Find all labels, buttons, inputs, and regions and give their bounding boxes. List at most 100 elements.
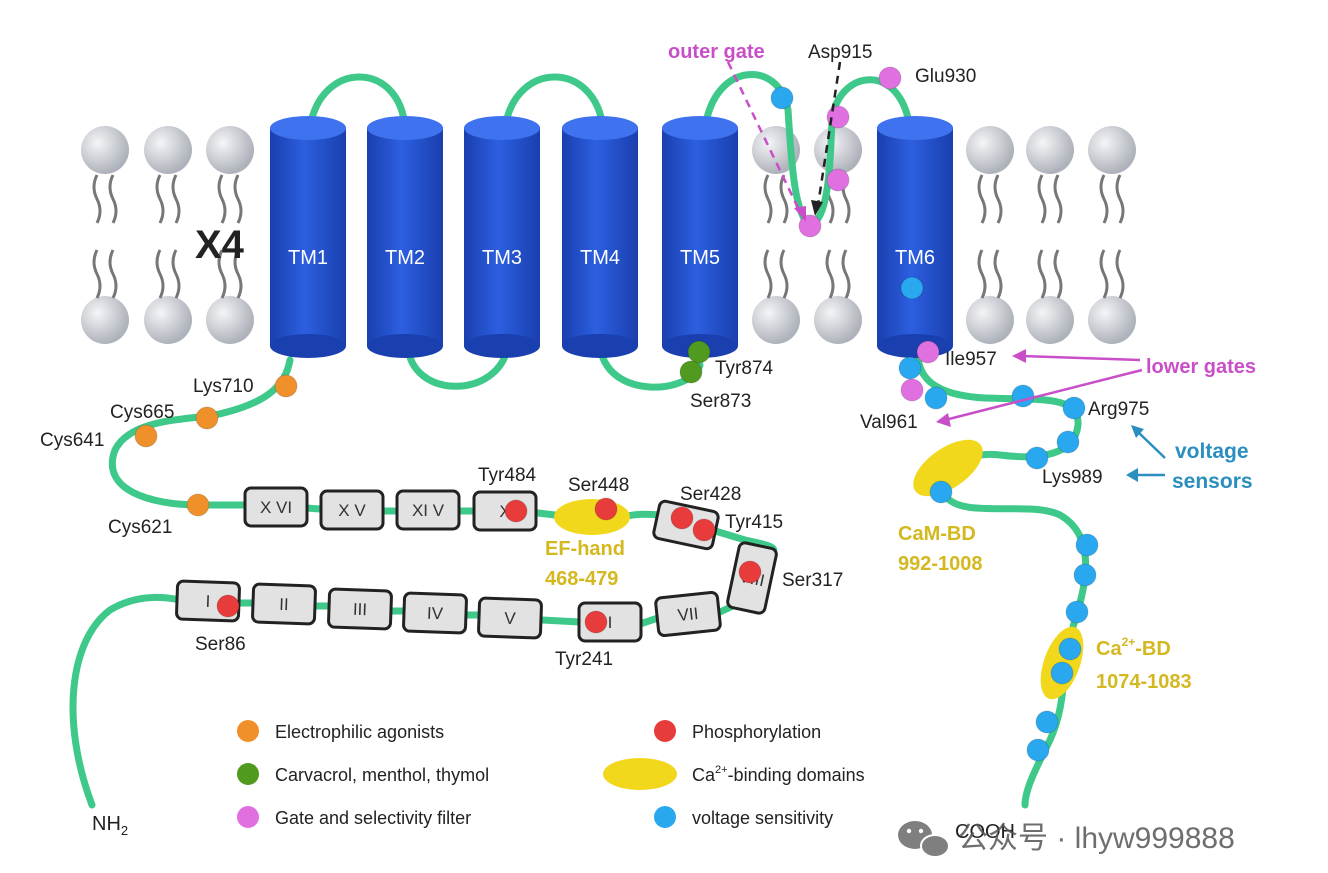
- label-tyr241: Tyr241: [555, 649, 613, 670]
- c-terminus-label: COOH: [955, 821, 1015, 843]
- wechat-icon: [898, 821, 950, 858]
- ankyrin-repeat: X V: [319, 489, 385, 531]
- gate-dot: [826, 105, 850, 129]
- n-terminus-label: NH2: [92, 813, 128, 838]
- helix-label: TM4: [580, 247, 620, 269]
- ankyrin-label: I: [205, 592, 210, 611]
- helix-tm1: TM1: [270, 116, 346, 358]
- ca-bd-label: Ca2+-BD: [1096, 635, 1171, 660]
- ankyrin-repeat: III: [327, 587, 393, 631]
- helix-tm3: TM3: [464, 116, 540, 358]
- voltage-dot: [1062, 396, 1086, 420]
- voltage-dot: [898, 356, 922, 380]
- outer-gate-label: outer gate: [668, 41, 765, 63]
- label-tyr874: Tyr874: [715, 358, 774, 379]
- legend-electrophilic-label: Electrophilic agonists: [275, 722, 444, 742]
- ankyrin-repeat: V: [477, 596, 543, 640]
- voltage-dot: [900, 276, 924, 300]
- ankyrin-label: X VI: [260, 498, 292, 517]
- legend-blue-dot: [654, 806, 676, 828]
- label-tyr415: Tyr415: [725, 512, 783, 533]
- lower-gates-label: lower gates: [1146, 356, 1256, 378]
- voltage-dot: [1025, 446, 1049, 470]
- watermark-text: 公众号 · lhyw999888: [958, 822, 1235, 855]
- ankyrin-repeat: X VI: [243, 486, 309, 528]
- ankyrin-label: II: [279, 595, 289, 614]
- carvacrol-dot: [679, 360, 703, 384]
- lipid-molecule: [206, 126, 254, 344]
- lipid-molecule: [814, 126, 862, 344]
- label-ser428: Ser428: [680, 484, 741, 505]
- helix-tm4: TM4: [562, 116, 638, 358]
- tetramer-label: X4: [195, 223, 245, 267]
- legend-orange-dot: [237, 720, 259, 742]
- tm1-tm2-loop: [306, 73, 409, 132]
- ca-bd-range: 1074-1083: [1096, 671, 1192, 693]
- label-lys710: Lys710: [193, 376, 254, 397]
- ankyrin-label: XI V: [412, 501, 445, 520]
- annotation-arrows: [726, 61, 1166, 482]
- helix-label: TM2: [385, 247, 425, 269]
- label-ser873: Ser873: [690, 391, 751, 412]
- voltage-sensors-label-1: voltage: [1175, 440, 1249, 463]
- label-arg975: Arg975: [1088, 399, 1149, 420]
- voltage-sensors-label-2: sensors: [1172, 470, 1253, 493]
- watermark: 公众号 · lhyw999888: [898, 821, 1235, 858]
- label-tyr484: Tyr484: [478, 465, 537, 486]
- residue-labels: Lys710 Cys665 Cys641 Cys621 Tyr484 Ser44…: [40, 42, 1149, 670]
- voltage-dot: [1011, 384, 1035, 408]
- ankyrin-label: V: [504, 609, 517, 628]
- lipid-molecule: [144, 126, 192, 344]
- c-terminal-segment: [914, 341, 1090, 809]
- voltage-dot: [924, 386, 948, 410]
- gate-dot: [900, 378, 924, 402]
- electrophilic-dot: [134, 424, 158, 448]
- ef-hand-label: EF-hand: [545, 538, 625, 560]
- helix-tm5: TM5: [662, 116, 738, 358]
- voltage-dot: [1056, 430, 1080, 454]
- label-ser448: Ser448: [568, 475, 629, 496]
- lipid-molecule: [1088, 126, 1136, 344]
- legend-yellow-oval: [603, 758, 677, 790]
- voltage-dot: [1058, 637, 1082, 661]
- helix-label: TM6: [895, 247, 935, 269]
- voltage-dot: [1065, 600, 1089, 624]
- helix-tm2: TM2: [367, 116, 443, 358]
- label-asp915: Asp915: [808, 42, 872, 63]
- label-glu930: Glu930: [915, 66, 976, 87]
- voltage-dot: [1075, 533, 1099, 557]
- helix-label: TM3: [482, 247, 522, 269]
- label-cys641: Cys641: [40, 430, 104, 451]
- n-terminal-segment: [69, 593, 184, 809]
- lipid-molecule: [1026, 126, 1074, 344]
- tm3-tm4-loop: [501, 73, 607, 132]
- domain-annotations: outer gate lower gates voltage sensors E…: [545, 41, 1256, 693]
- tm2-tm3-loop: [404, 341, 512, 390]
- ef-hand-range: 468-479: [545, 568, 618, 590]
- helix-tm6: TM6: [877, 116, 953, 358]
- phosphorylation-dot: [692, 518, 716, 542]
- phosphorylation-dot: [584, 610, 608, 634]
- legend-carvacrol-label: Carvacrol, menthol, thymol: [275, 765, 489, 785]
- voltage-dot: [1035, 710, 1059, 734]
- legend-voltage-label: voltage sensitivity: [692, 808, 833, 828]
- label-ser317: Ser317: [782, 570, 843, 591]
- label-ser86: Ser86: [195, 634, 246, 655]
- label-ile957: Ile957: [945, 349, 997, 370]
- legend-magenta-dot: [237, 806, 259, 828]
- label-val961: Val961: [860, 412, 918, 433]
- lipid-molecule: [966, 126, 1014, 344]
- ankyrin-repeat: VII: [654, 590, 722, 638]
- electrophilic-dot: [195, 406, 219, 430]
- gate-dot: [826, 168, 850, 192]
- label-lys989: Lys989: [1042, 467, 1103, 488]
- legend-phospho-label: Phosphorylation: [692, 722, 821, 742]
- label-cys665: Cys665: [110, 402, 174, 423]
- ankyrin-repeat: XI V: [395, 489, 461, 531]
- legend-ca-binding-label: Ca2+-binding domains: [692, 764, 865, 785]
- ankyrin-repeat: IV: [402, 591, 468, 635]
- gate-dot: [878, 66, 902, 90]
- phosphorylation-dot: [738, 560, 762, 584]
- gate-dot: [916, 340, 940, 364]
